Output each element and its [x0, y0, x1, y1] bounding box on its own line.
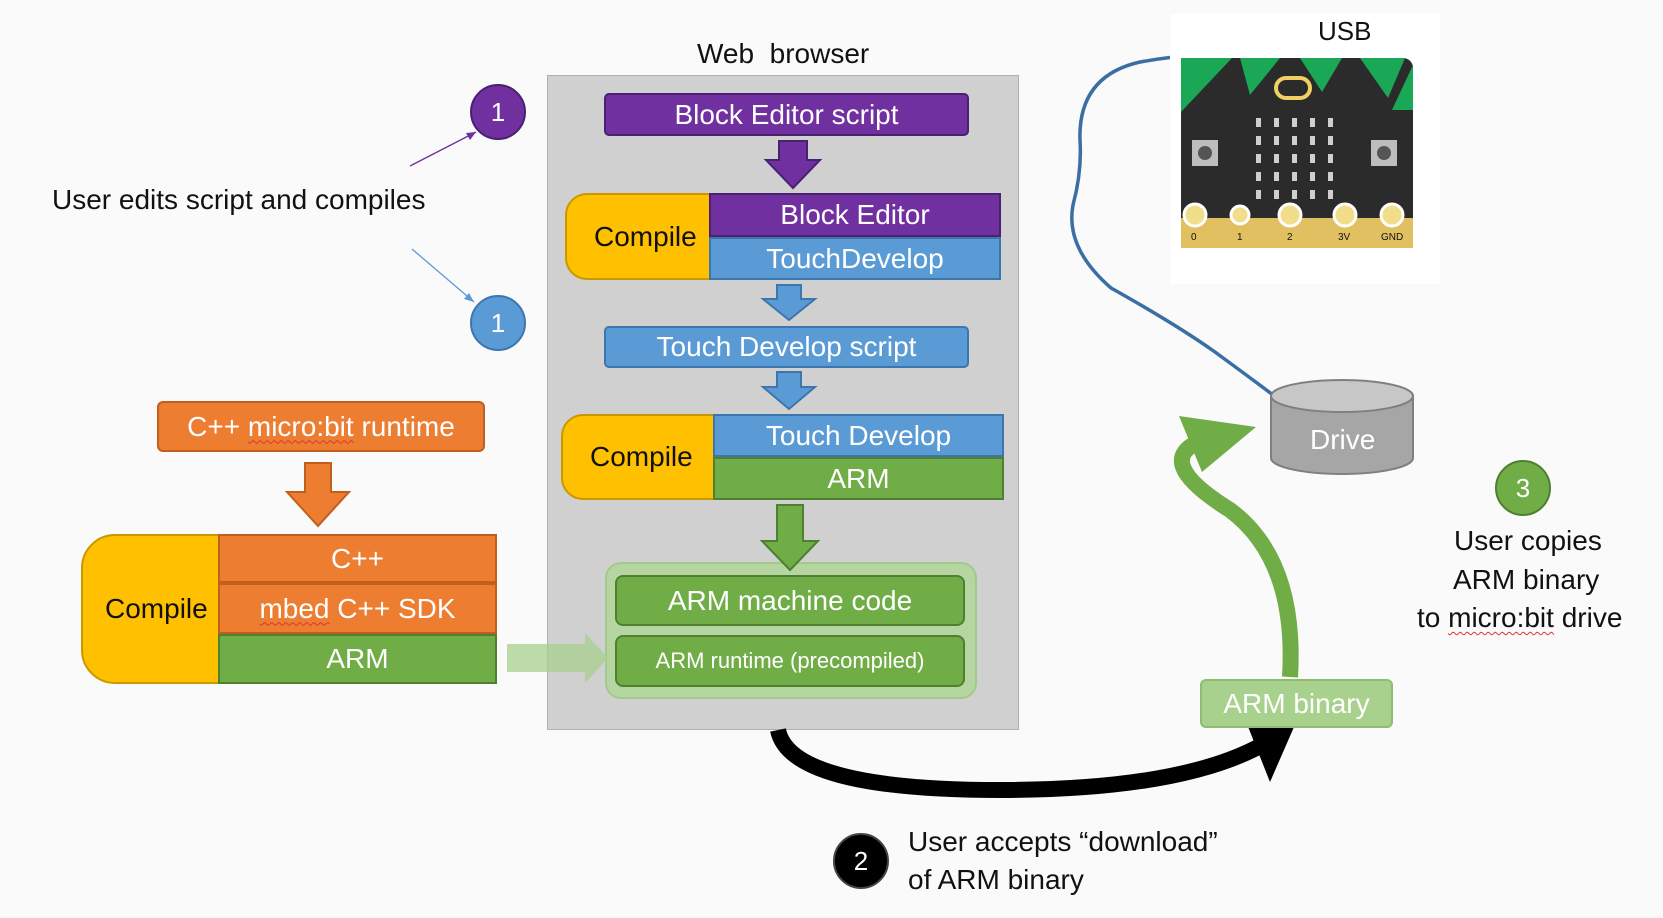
led	[1328, 154, 1333, 163]
runtime-compile-label: Compile	[105, 593, 208, 624]
usb-label: USB	[1318, 16, 1372, 46]
step-2-text-line-2: of ARM binary	[908, 864, 1084, 895]
step-3-text-microbit: micro:bit	[1448, 602, 1554, 633]
led	[1310, 172, 1315, 181]
led	[1328, 136, 1333, 145]
layer-mbed-link: mbed	[259, 592, 330, 624]
copy-arrow	[1173, 432, 1299, 678]
led	[1256, 154, 1261, 163]
user-edits-label: User edits script and compiles	[52, 184, 426, 215]
arrow-down-purple	[763, 140, 823, 190]
led	[1292, 118, 1297, 127]
step-3-text-line-2: ARM binary	[1453, 564, 1600, 595]
led	[1310, 154, 1315, 163]
cpp-runtime-suffix: runtime	[353, 410, 455, 442]
arrow-down-green	[759, 504, 821, 572]
pin-gnd-label: GND	[1381, 232, 1404, 243]
layer-cpp: C++	[218, 534, 497, 583]
step-1-blue-number: 1	[490, 307, 506, 338]
touch-develop-script-box: Touch Develop script	[604, 326, 969, 368]
led	[1310, 118, 1315, 127]
compile1-to-label: TouchDevelop	[766, 242, 944, 274]
step-1-blue-circle: 1	[470, 295, 526, 351]
step-2-circle: 2	[833, 833, 889, 889]
led	[1274, 154, 1279, 163]
drive-cylinder	[1270, 379, 1414, 475]
layer-mbed-sdk: mbed C++ SDK	[218, 583, 497, 634]
web-browser-title: Web browser	[697, 38, 870, 69]
arm-binary-box: ARM binary	[1200, 679, 1393, 728]
arm-runtime-label: ARM runtime (precompiled)	[655, 648, 925, 673]
led	[1310, 190, 1315, 199]
arm-runtime-box: ARM runtime (precompiled)	[615, 635, 965, 687]
pin-1-label: 1	[1237, 232, 1243, 243]
led	[1292, 172, 1297, 181]
pointer-line-blue	[411, 248, 475, 303]
drive-label: Drive	[1310, 424, 1376, 455]
layer-arm-label: ARM	[326, 643, 389, 674]
led	[1274, 136, 1279, 145]
step-3-text-line-3: to micro:bit drive	[1417, 602, 1622, 634]
led	[1328, 118, 1333, 127]
cpp-runtime-prefix: C++	[187, 410, 248, 442]
compile1-block: Compile	[565, 193, 715, 280]
step-3-number: 3	[1515, 472, 1531, 503]
compile2-to-label: ARM	[827, 462, 890, 494]
compile1-from-label: Block Editor	[780, 199, 930, 230]
step-2-number: 2	[853, 845, 869, 876]
step-3-text-line-1: User copies	[1454, 525, 1602, 556]
block-editor-script-label: Block Editor script	[674, 98, 899, 130]
touch-develop-script-label: Touch Develop script	[656, 331, 917, 362]
led	[1328, 172, 1333, 181]
led	[1274, 118, 1279, 127]
compile1-label: Compile	[594, 220, 697, 252]
led	[1274, 172, 1279, 181]
compile2-from-label: Touch Develop	[765, 419, 952, 451]
arrow-right-faded	[507, 633, 608, 683]
compile1-from-box: Block Editor	[709, 193, 1001, 237]
step-1-purple-number: 1	[490, 96, 506, 127]
compile1-to-box: TouchDevelop	[709, 237, 1001, 280]
compile2-label: Compile	[590, 441, 693, 472]
layer-cpp-label: C++	[331, 542, 384, 574]
microbit-board	[1170, 14, 1440, 284]
runtime-compile-block: Compile	[81, 534, 226, 684]
led	[1256, 118, 1261, 127]
arm-binary-label: ARM binary	[1223, 687, 1370, 719]
led	[1256, 190, 1261, 199]
step-3-text-drive: drive	[1553, 602, 1623, 633]
arm-machine-code-box: ARM machine code	[615, 575, 965, 626]
pin-0-label: 0	[1191, 232, 1197, 243]
pin-2-label: 2	[1287, 232, 1293, 243]
arrow-down-blue-2	[760, 371, 818, 411]
led	[1310, 136, 1315, 145]
step-3-text-to: to	[1417, 602, 1449, 633]
cpp-runtime-link: micro:bit	[247, 410, 354, 442]
pin-3v-label: 3V	[1338, 232, 1351, 243]
led	[1292, 190, 1297, 199]
step-3-circle: 3	[1495, 460, 1551, 516]
step-2-text-line-1: User accepts “download”	[908, 826, 1218, 857]
led	[1292, 154, 1297, 163]
cpp-runtime-box: C++ micro:bit runtime	[157, 401, 485, 452]
compile2-to-box: ARM	[713, 457, 1004, 500]
download-arrow	[770, 727, 1266, 799]
arrow-down-orange	[284, 462, 352, 528]
led	[1328, 190, 1333, 199]
led	[1256, 172, 1261, 181]
layer-mbed-label: C++ SDK	[329, 592, 456, 624]
led	[1256, 136, 1261, 145]
arm-machine-code-label: ARM machine code	[667, 584, 913, 616]
pointer-line-purple	[409, 131, 477, 167]
compile2-block: Compile	[561, 414, 719, 500]
step-1-purple-circle: 1	[470, 84, 526, 140]
arrow-down-blue-1	[760, 284, 818, 322]
led	[1292, 136, 1297, 145]
led	[1274, 190, 1279, 199]
block-editor-script-box: Block Editor script	[604, 93, 969, 136]
layer-arm: ARM	[218, 634, 497, 684]
compile2-from-box: Touch Develop	[713, 414, 1004, 457]
